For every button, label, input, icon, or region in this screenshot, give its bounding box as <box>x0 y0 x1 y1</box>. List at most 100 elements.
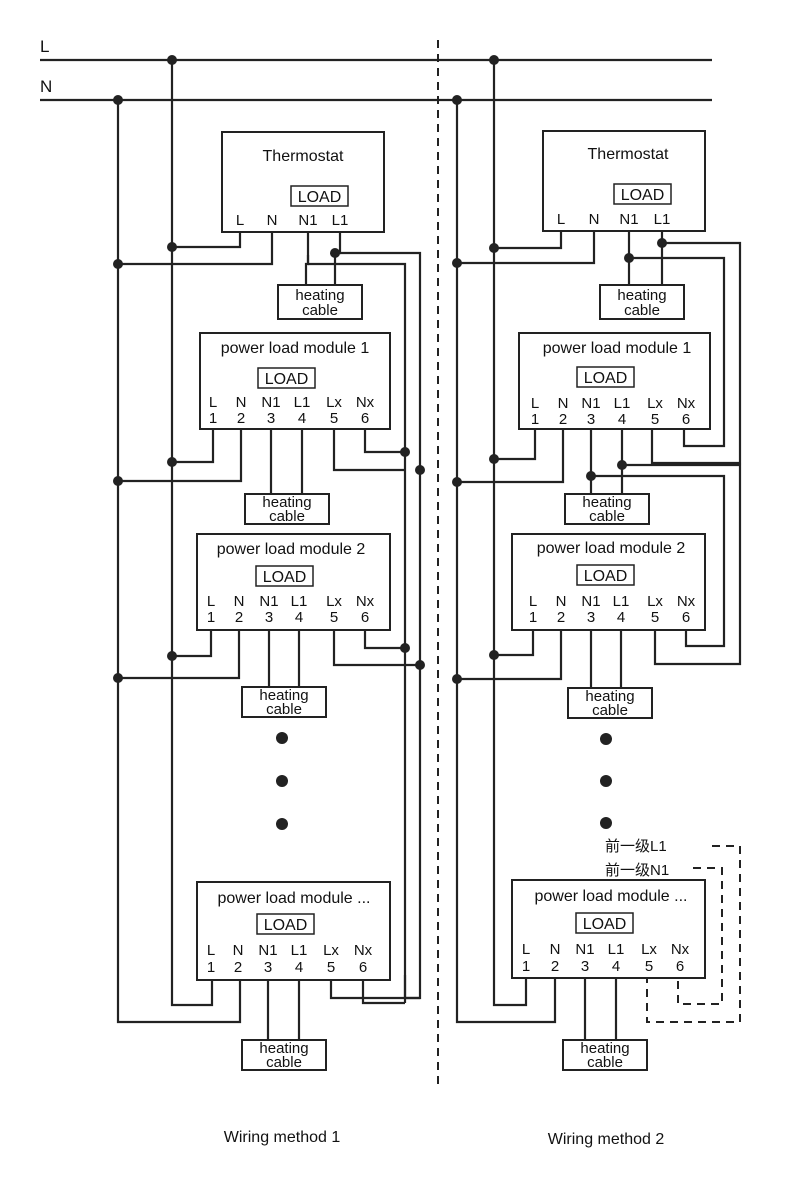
m1-heating-cable-2 <box>241 686 327 718</box>
svg-text:L: L <box>529 593 537 610</box>
wiring-method-1: Thermostat LOAD L N N1 L1 heating cable … <box>113 55 425 1146</box>
svg-text:5: 5 <box>645 958 653 975</box>
svg-text:heating: heating <box>259 1040 308 1057</box>
m1-heating-cable-0 <box>277 284 363 320</box>
svg-text:N1: N1 <box>258 942 277 959</box>
svg-text:heating: heating <box>259 687 308 704</box>
svg-text:N: N <box>550 941 561 958</box>
m1-thermostat-term-L: L <box>236 212 244 229</box>
m1-N1-feed <box>308 262 407 452</box>
svg-text:3: 3 <box>587 411 595 428</box>
m1-thermostat-title: Thermostat <box>263 148 344 165</box>
m2-ellipsis-dot <box>600 817 612 829</box>
svg-text:cable: cable <box>624 302 660 319</box>
m1-heating-cable-1 <box>244 493 330 525</box>
m2-N1-chain-2 <box>591 474 726 648</box>
svg-text:4: 4 <box>618 411 626 428</box>
svg-text:Lx: Lx <box>323 942 339 959</box>
m2-ellipsis-dot <box>600 775 612 787</box>
m1-caption: Wiring method 1 <box>224 1129 341 1146</box>
m2-thermostat-load-box <box>613 183 672 205</box>
svg-text:N1: N1 <box>575 941 594 958</box>
svg-text:Nx: Nx <box>677 395 696 412</box>
svg-text:2: 2 <box>559 411 567 428</box>
m1-module-n <box>196 881 391 981</box>
svg-text:LOAD: LOAD <box>265 371 309 388</box>
m2-heating-cable-2 <box>567 687 653 719</box>
svg-text:Lx: Lx <box>326 593 342 610</box>
m1-thermostat <box>221 131 385 233</box>
svg-text:cable: cable <box>266 701 302 718</box>
svg-text:N1: N1 <box>619 211 638 228</box>
m2-thermostat-title: Thermostat <box>588 146 669 163</box>
m1-module-2-terminals: L N N1 L1 Lx Nx 1 2 3 4 5 6 <box>207 593 375 626</box>
svg-text:heating: heating <box>582 494 631 511</box>
m2-module-2-terminals: L N N1 L1 Lx Nx 1 2 3 4 5 6 <box>529 593 696 626</box>
svg-text:1: 1 <box>531 411 539 428</box>
svg-text:Lx: Lx <box>647 593 663 610</box>
m2-N1-chain-1 <box>629 256 726 448</box>
m2-L1-chain-1 <box>650 241 742 465</box>
svg-text:L: L <box>207 593 215 610</box>
svg-text:N: N <box>236 394 247 411</box>
m1-thermostat-term-L1: L1 <box>332 212 349 229</box>
svg-text:LOAD: LOAD <box>583 916 627 933</box>
m2-prev-L1-label: 前一级L1 <box>605 838 667 855</box>
svg-text:6: 6 <box>682 609 690 626</box>
svg-text:Nx: Nx <box>356 394 375 411</box>
svg-text:4: 4 <box>295 959 303 976</box>
svg-text:N1: N1 <box>261 394 280 411</box>
m2-bus-N <box>455 100 557 1024</box>
m2-module-1 <box>518 332 711 430</box>
svg-text:L1: L1 <box>294 394 311 411</box>
svg-text:1: 1 <box>207 609 215 626</box>
svg-text:L: L <box>522 941 530 958</box>
svg-text:N: N <box>234 593 245 610</box>
svg-text:3: 3 <box>581 958 589 975</box>
m2-ellipsis-dot <box>600 733 612 745</box>
svg-text:LOAD: LOAD <box>584 568 628 585</box>
m1-ellipsis-dot <box>276 818 288 830</box>
svg-text:L1: L1 <box>614 395 631 412</box>
svg-text:heating: heating <box>262 494 311 511</box>
svg-text:cable: cable <box>592 702 628 719</box>
m2-caption: Wiring method 2 <box>548 1131 665 1148</box>
svg-text:heating: heating <box>585 688 634 705</box>
m2-L1-chain-2 <box>622 463 742 666</box>
m1-thermostat-load: LOAD <box>298 189 342 206</box>
svg-text:L1: L1 <box>291 593 308 610</box>
m1-module-1 <box>199 332 391 430</box>
m1-therm-L-wire <box>172 232 242 249</box>
svg-text:cable: cable <box>589 508 625 525</box>
svg-text:N: N <box>233 942 244 959</box>
svg-text:2: 2 <box>237 410 245 427</box>
svg-text:2: 2 <box>551 958 559 975</box>
m2-prev-N1-wire <box>677 867 723 1005</box>
m1-therm-N-wire <box>118 232 274 266</box>
m2-module-n <box>511 879 706 979</box>
svg-text:4: 4 <box>617 609 625 626</box>
m2-module-n-terminals: L N N1 L1 Lx Nx 1 2 3 4 5 6 <box>522 941 690 975</box>
svg-text:6: 6 <box>359 959 367 976</box>
svg-text:Nx: Nx <box>356 593 375 610</box>
svg-text:N: N <box>589 211 600 228</box>
svg-text:2: 2 <box>235 609 243 626</box>
svg-text:L1: L1 <box>613 593 630 610</box>
svg-text:power load module 2: power load module 2 <box>217 541 366 558</box>
svg-text:N1: N1 <box>581 593 600 610</box>
svg-text:power load module ...: power load module ... <box>535 888 688 905</box>
m2-bus-L <box>492 60 528 1007</box>
svg-text:N1: N1 <box>581 395 600 412</box>
svg-text:3: 3 <box>267 410 275 427</box>
m1-heating-cable-n <box>241 1039 327 1071</box>
svg-text:1: 1 <box>207 959 215 976</box>
wiring-method-2: Thermostat LOAD L N N1 L1 heating cable … <box>452 55 742 1148</box>
svg-text:L1: L1 <box>654 211 671 228</box>
svg-text:3: 3 <box>587 609 595 626</box>
m1-ellipsis-dot <box>276 732 288 744</box>
svg-text:cable: cable <box>302 302 338 319</box>
svg-text:5: 5 <box>327 959 335 976</box>
svg-text:5: 5 <box>651 609 659 626</box>
svg-text:5: 5 <box>330 609 338 626</box>
svg-text:L: L <box>531 395 539 412</box>
